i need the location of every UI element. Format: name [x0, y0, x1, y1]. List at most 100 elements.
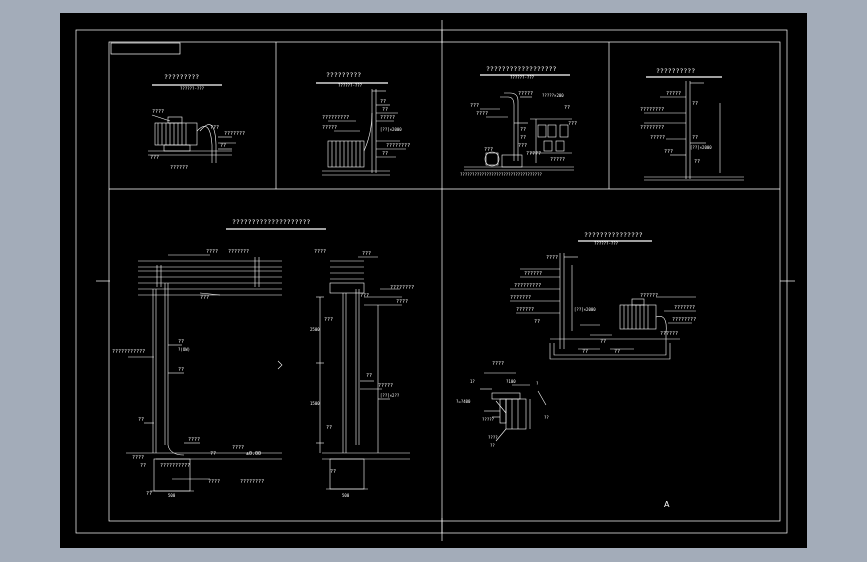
svg-text:????: ???? [188, 437, 200, 443]
svg-text:??????-???: ??????-??? [510, 75, 535, 80]
svg-text:1500: 1500 [310, 401, 320, 406]
svg-text:???: ??? [484, 147, 493, 153]
svg-text:???????: ??????? [228, 249, 249, 255]
svg-text:??????: ?????? [660, 331, 678, 337]
detail-5-title: ???????????????????? [232, 218, 310, 226]
svg-text:?????: ????? [518, 91, 533, 97]
svg-text:??????: ?????? [516, 307, 534, 313]
svg-text:??????: ?????? [640, 293, 658, 299]
detail-2-title: ????????? [326, 71, 361, 79]
svg-text:??????: ?????? [524, 271, 542, 277]
svg-text:??: ?? [382, 107, 388, 113]
svg-text:??????-???: ??????-??? [180, 86, 205, 91]
svg-text:?????: ????? [666, 91, 681, 97]
svg-text:??????: ?????? [170, 165, 188, 171]
svg-text:???: ??? [360, 293, 369, 299]
svg-text:?????: ????? [378, 383, 393, 389]
svg-text:1?: 1? [470, 379, 475, 384]
svg-text:????: ???? [314, 249, 326, 255]
detail-6: ??????????????? ??????-??? [456, 231, 696, 509]
svg-text:???: ??? [518, 143, 527, 149]
svg-text:??: ?? [366, 373, 372, 379]
svg-text:???????: ??????? [510, 295, 531, 301]
svg-text:?????????: ????????? [322, 115, 349, 121]
svg-text:??: ?? [330, 469, 336, 475]
svg-text:?100: ?100 [506, 379, 516, 384]
detail-4: ?????????? ????? ???????? ???????? ?????… [640, 67, 744, 181]
svg-text:??: ?? [210, 451, 216, 457]
svg-text:????: ???? [476, 111, 488, 117]
svg-text:??: ?? [564, 105, 570, 111]
detail-5: ???????????????????? [112, 218, 414, 498]
svg-text:???: ??? [324, 317, 333, 323]
svg-text:??????-???: ??????-??? [594, 241, 619, 246]
svg-text:????: ???? [132, 455, 144, 461]
svg-text:??: ?? [140, 463, 146, 469]
detail-1-title: ????????? [164, 73, 199, 81]
detail-1: ????????? ??????-??? ???? ??? ??????? ??… [148, 73, 245, 171]
svg-text:[??]×2000: [??]×2000 [380, 127, 402, 132]
svg-text:??: ?? [138, 417, 144, 423]
svg-text:??: ?? [490, 443, 495, 448]
svg-text:???????: ??????? [224, 131, 245, 137]
svg-text:??????????: ?????????? [160, 463, 190, 469]
outer-frame [75, 29, 788, 534]
detail-4-title: ?????????? [656, 67, 695, 75]
svg-text:??: ?? [692, 135, 698, 141]
svg-text:??: ?? [326, 425, 332, 431]
svg-text:±0.00: ±0.00 [246, 451, 261, 457]
detail-3: ?????????????????? ??????-??? ????? ??? [460, 65, 577, 177]
svg-text:??: ?? [380, 99, 386, 105]
svg-text:?????????: ????????? [514, 283, 541, 289]
svg-text:[??]×2000: [??]×2000 [690, 145, 712, 150]
detail-6-title: ??????????????? [584, 231, 643, 239]
svg-text:???: ??? [362, 251, 371, 257]
inner-frame [108, 41, 781, 522]
svg-text:???: ??? [200, 295, 209, 301]
svg-text:500: 500 [168, 493, 176, 498]
svg-text:????????: ???????? [672, 317, 696, 323]
svg-text:??: ?? [178, 339, 184, 345]
svg-text:??: ?? [534, 319, 540, 325]
svg-text:2500: 2500 [310, 327, 320, 332]
svg-text:??: ?? [544, 415, 549, 420]
svg-text:?????: ????? [322, 125, 337, 131]
svg-text:???: ??? [568, 121, 577, 127]
svg-text:????: ???? [208, 479, 220, 485]
svg-text:??: ?? [694, 159, 700, 165]
svg-text:??????????????????????????????: ?????????????????????????????????? [460, 172, 542, 177]
svg-text:?(OW): ?(OW) [178, 347, 190, 352]
svg-text:[??]×2??: [??]×2?? [380, 393, 400, 398]
svg-text:??: ?? [600, 339, 606, 345]
svg-text:????????: ???????? [240, 479, 264, 485]
svg-text:?????: ????? [650, 135, 665, 141]
detail-3-title: ?????????????????? [486, 65, 557, 73]
svg-text:??: ?? [692, 101, 698, 107]
svg-text:???: ??? [210, 125, 219, 131]
svg-text:??: ?? [382, 151, 388, 157]
svg-text:???????: ??????? [674, 305, 695, 311]
svg-text:???????????: ??????????? [112, 349, 145, 355]
svg-text:??: ?? [146, 491, 152, 497]
svg-text:??: ?? [614, 349, 620, 355]
svg-text:?????: ????? [380, 115, 395, 121]
svg-text:???: ??? [664, 149, 673, 155]
svg-text:???: ??? [470, 103, 479, 109]
svg-text:????????: ???????? [386, 143, 410, 149]
svg-text:????: ???? [488, 435, 498, 440]
detail-6-sub-title: ???? [492, 361, 504, 367]
detail-6-letter: A [664, 500, 670, 509]
svg-text:??: ?? [520, 127, 526, 133]
cad-drawing: ????????? ??????-??? ???? ??? ??????? ??… [75, 20, 795, 541]
svg-text:??: ?? [178, 367, 184, 373]
svg-text:?????: ????? [482, 417, 495, 422]
svg-text:[??]×2000: [??]×2000 [574, 307, 596, 312]
svg-text:????: ???? [152, 109, 164, 115]
svg-text:????: ???? [546, 255, 558, 261]
svg-text:500: 500 [342, 493, 350, 498]
svg-text:?????×200: ?????×200 [542, 93, 564, 98]
detail-2: ????????? ??????-??? ?? ????????? ?? [316, 71, 410, 176]
svg-text:????????: ???????? [640, 125, 664, 131]
svg-text:????????: ???????? [390, 285, 414, 291]
svg-text:?????: ????? [526, 151, 541, 157]
